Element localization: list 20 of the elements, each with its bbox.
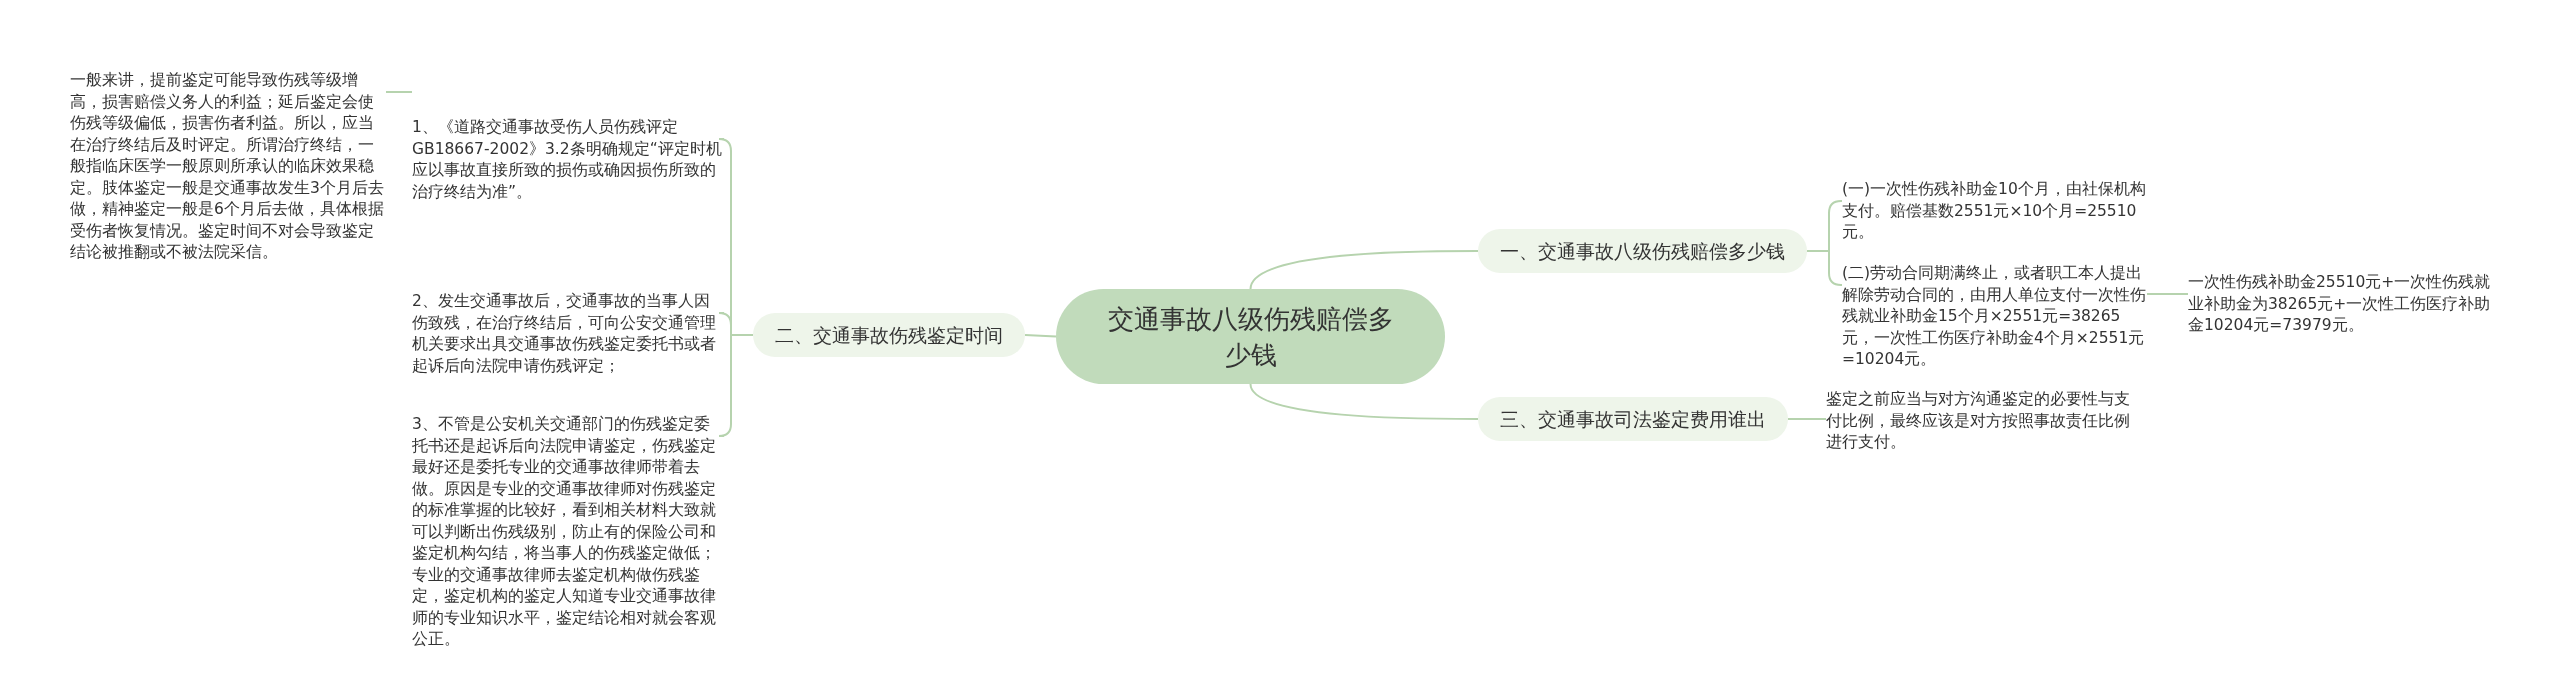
note-text: 一般来讲，提前鉴定可能导致伤残等级增高，损害赔偿义务人的利益；延后鉴定会使伤残等级偏低，损害伤者利益。所以，应当在治疗终结后及时评定。所谓治疗终结，一般指临床医学一般原则所承认的临床效果稳定。肢体鉴定一般是交通事故发生3个月后去做，精神鉴定一般是6个月后去做，具体根据受伤者恢复情况。鉴定时间不对会导致鉴定结论被推翻或不被法院采信。 [70, 70, 386, 264]
connector-line [385, 91, 413, 93]
connector-line [1024, 334, 1057, 338]
note-text: (二)劳动合同期满终止，或者职工本人提出解除劳动合同的，由用人单位支付一次性伤残就业补助金15个月×2551元=38265元，一次性工伤医疗补助金4个月×2551元=10204元。 [1842, 263, 2147, 371]
note-text: 2、发生交通事故后，交通事故的当事人因伤致残，在治疗终结后，可向公安交通管理机关要求出具交通事故伤残鉴定委托书或者起诉后向法院申请伤残评定； [412, 291, 724, 377]
central-topic: 交通事故八级伤残赔偿多少钱 [1056, 289, 1445, 384]
note-text: 一次性伤残补助金25510元+一次性伤残就业补助金为38265元+一次性工伤医疗补助金10204元=73979元。 [2188, 272, 2493, 337]
branch-topic: 一、交通事故八级伤残赔偿多少钱 [1478, 229, 1807, 273]
note-text: (一)一次性伤残补助金10个月，由社保机构支付。赔偿基数2551元×10个月=25510元。 [1842, 179, 2147, 244]
connector-line [718, 334, 754, 437]
connector-line [1806, 250, 1843, 286]
connector-line [2146, 293, 2189, 295]
branch-topic: 三、交通事故司法鉴定费用谁出 [1478, 397, 1788, 441]
note-text: 1、《道路交通事故受伤人员伤残评定GB18667-2002》3.2条明确规定“评定时机应以事故直接所致的损伤或确因损伤所致的治疗终结为准”。 [412, 117, 724, 203]
branch-topic: 二、交通事故伤残鉴定时间 [753, 313, 1025, 357]
connector-line [1249, 383, 1479, 420]
note-text: 鉴定之前应当与对方沟通鉴定的必要性与支付比例，最终应该是对方按照事故责任比例进行支付。 [1826, 389, 2136, 454]
note-text: 3、不管是公安机关交通部门的伤残鉴定委托书还是起诉后向法院申请鉴定，伤残鉴定最好还是委托专业的交通事故律师带着去做。原因是专业的交通事故律师对伤残鉴定的标准掌握的比较好，看到相关材料大致就可以判断出伤残级别，防止有的保险公司和鉴定机构勾结，将当事人的伤残鉴定做低；专业的交通事故律师去鉴定机构做伤残鉴定，鉴定机构的鉴定人知道专业交通事故律师的专业知识水平，鉴定结论相对就会客观公正。 [412, 414, 724, 651]
connector-line [1249, 250, 1479, 290]
connector-line [1787, 418, 1827, 420]
